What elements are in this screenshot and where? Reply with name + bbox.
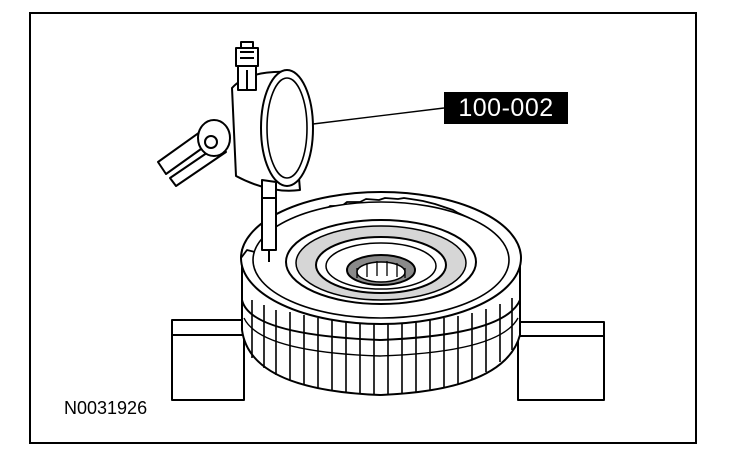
clutch-drum	[240, 191, 522, 396]
indicator-holder-arm	[157, 119, 231, 187]
figure-id-label: N0031926	[64, 398, 148, 418]
callout-leader-line	[312, 107, 445, 125]
dial-indicator	[231, 41, 314, 199]
support-block	[171, 319, 605, 401]
indicator-plunger	[261, 195, 277, 262]
tool-callout-label: 100-002	[444, 92, 568, 124]
